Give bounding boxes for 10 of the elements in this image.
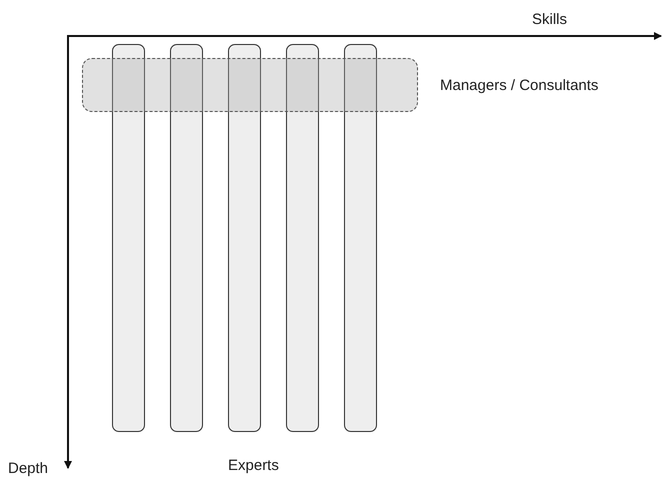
vertical-bar	[344, 44, 377, 432]
vertical-bar	[286, 44, 319, 432]
axis-label: Depth	[8, 459, 48, 479]
vertical-bar	[228, 44, 261, 432]
vertical-bar	[112, 44, 145, 432]
dashed-band	[82, 58, 418, 112]
group-label: Managers / Consultants	[440, 76, 598, 96]
axis-label: Skills	[532, 10, 568, 30]
vertical-bar	[170, 44, 203, 432]
axis-label: Experts	[228, 456, 279, 476]
